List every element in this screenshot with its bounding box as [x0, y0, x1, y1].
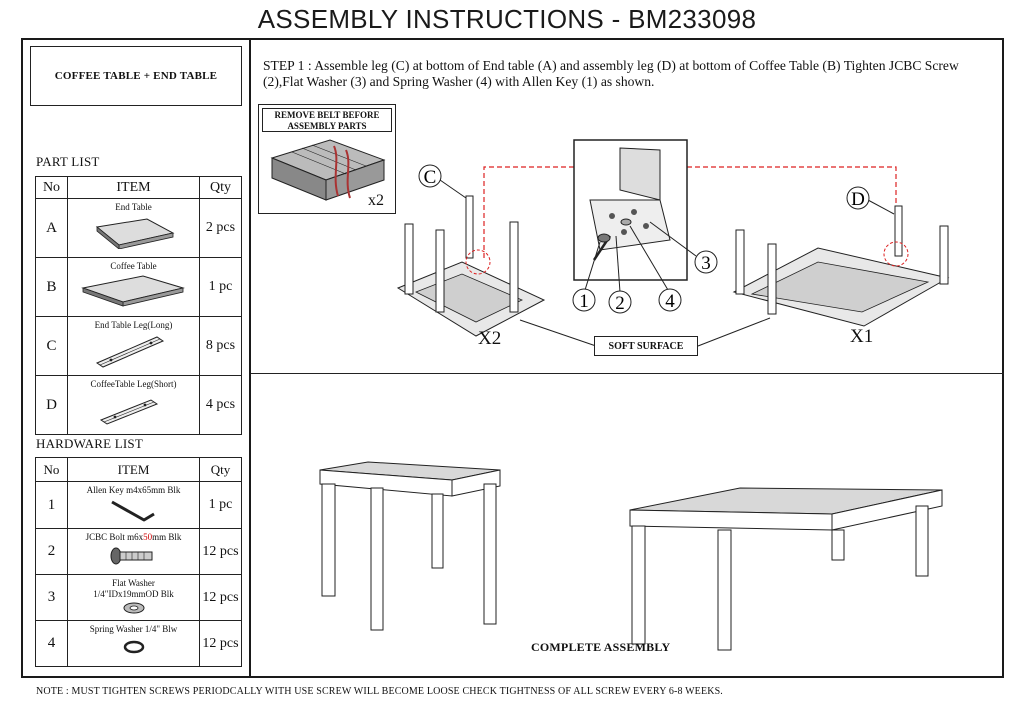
hardware-qty: 12 pcs — [199, 528, 242, 575]
bolt-name-post: mm Blk — [152, 532, 182, 542]
part-no: B — [35, 257, 68, 317]
hardware-name: Spring Washer 1/4" Blw — [89, 624, 178, 634]
hardware-list-table: No ITEM Qty 1 Allen Key m4x65mm Blk 1 pc… — [35, 457, 242, 667]
hardware-closeup — [573, 139, 688, 281]
callout-2: 2 — [615, 293, 625, 314]
hardware-qty: 12 pcs — [199, 620, 242, 667]
part-qty: 8 pcs — [199, 316, 242, 376]
step-1-instructions: STEP 1 : Assemble leg (C) at bottom of E… — [263, 58, 959, 89]
hardware-item-cell: Spring Washer 1/4" Blw — [67, 620, 200, 667]
coffee-table-top-icon — [80, 275, 185, 307]
callout-4: 4 — [665, 291, 675, 312]
short-leg-icon — [99, 399, 158, 425]
table-row: C End Table Leg(Long) 8 pcs — [35, 316, 242, 376]
bolt-icon — [110, 547, 152, 565]
completed-coffee-table — [629, 487, 943, 651]
remove-belt-label: REMOVE BELT BEFORE ASSEMBLY PARTS — [262, 108, 392, 132]
part-name: CoffeeTable Leg(Short) — [90, 379, 177, 389]
part-qty: 1 pc — [199, 257, 242, 317]
complete-assembly-label: COMPLETE ASSEMBLY — [531, 640, 671, 654]
callout-1: 1 — [579, 291, 589, 312]
table-row: 4 Spring Washer 1/4" Blw 12 pcs — [35, 620, 242, 667]
flat-washer-icon — [123, 602, 144, 614]
hardware-name: Allen Key m4x65mm Blk — [86, 485, 181, 495]
table-row: 1 Allen Key m4x65mm Blk 1 pc — [35, 481, 242, 529]
hardware-name-line1: Flat Washer — [112, 578, 155, 588]
end-table-top-icon — [95, 218, 174, 249]
part-list-table: No ITEM Qty A End Table 2 pcs B Coffee T… — [35, 176, 242, 435]
long-leg-icon — [95, 336, 164, 368]
col-qty: Qty — [199, 457, 242, 482]
maintenance-note: NOTE : MUST TIGHTEN SCREWS PERIODCALLY W… — [36, 686, 723, 697]
hardware-item-cell: JCBC Bolt m6x50mm Blk — [67, 528, 200, 575]
part-item-cell: CoffeeTable Leg(Short) — [67, 375, 200, 435]
callout-d: D — [851, 189, 865, 210]
completed-end-table — [319, 461, 501, 631]
hardware-name-line2: 1/4"IDx19mmOD Blk — [93, 589, 174, 599]
bolt-length: 50 — [143, 532, 153, 542]
col-qty: Qty — [199, 176, 242, 199]
spring-washer-icon — [123, 640, 144, 654]
product-header: COFFEE TABLE + END TABLE — [30, 46, 242, 106]
remove-belt-box — [258, 104, 396, 214]
document-title: ASSEMBLY INSTRUCTIONS - BM233098 — [257, 4, 757, 34]
part-item-cell: Coffee Table — [67, 257, 200, 317]
soft-surface-label: SOFT SURFACE — [594, 336, 698, 356]
hardware-name: JCBC Bolt m6x50mm Blk — [70, 532, 197, 542]
hardware-list-header-row: No ITEM Qty — [35, 457, 242, 482]
part-no: A — [35, 198, 68, 258]
part-name: Coffee Table — [110, 261, 157, 271]
part-list-label: PART LIST — [36, 154, 100, 169]
coffee-table-qty-label: X1 — [850, 326, 874, 347]
coffee-table-upside-down — [732, 205, 950, 327]
end-table-qty-label: X2 — [478, 328, 502, 349]
table-row: B Coffee Table 1 pc — [35, 257, 242, 317]
part-name: End Table Leg(Long) — [94, 320, 173, 330]
allen-key-icon — [110, 500, 155, 522]
hardware-list-label: HARDWARE LIST — [36, 436, 143, 451]
table-row: 2 JCBC Bolt m6x50mm Blk 12 pcs — [35, 528, 242, 575]
part-no: C — [35, 316, 68, 376]
end-table-upside-down — [396, 195, 546, 337]
callout-c: C — [424, 167, 437, 188]
belted-package-illustration — [270, 139, 386, 201]
guide-line-left — [483, 166, 574, 258]
part-qty: 2 pcs — [199, 198, 242, 258]
part-list-header-row: No ITEM Qty — [35, 176, 242, 199]
callout-3: 3 — [701, 253, 711, 274]
part-qty: 4 pcs — [199, 375, 242, 435]
part-item-cell: End Table Leg(Long) — [67, 316, 200, 376]
step-divider — [251, 373, 1004, 374]
hardware-qty: 1 pc — [199, 481, 242, 529]
table-row: D CoffeeTable Leg(Short) 4 pcs — [35, 375, 242, 435]
col-item: ITEM — [67, 457, 200, 482]
page-frame — [21, 38, 1004, 678]
part-name: End Table — [115, 202, 152, 212]
remove-belt-qty: x2 — [368, 192, 384, 209]
left-column — [21, 38, 251, 678]
bolt-name-pre: JCBC Bolt m6x — [85, 532, 144, 542]
hardware-no: 1 — [35, 481, 68, 529]
